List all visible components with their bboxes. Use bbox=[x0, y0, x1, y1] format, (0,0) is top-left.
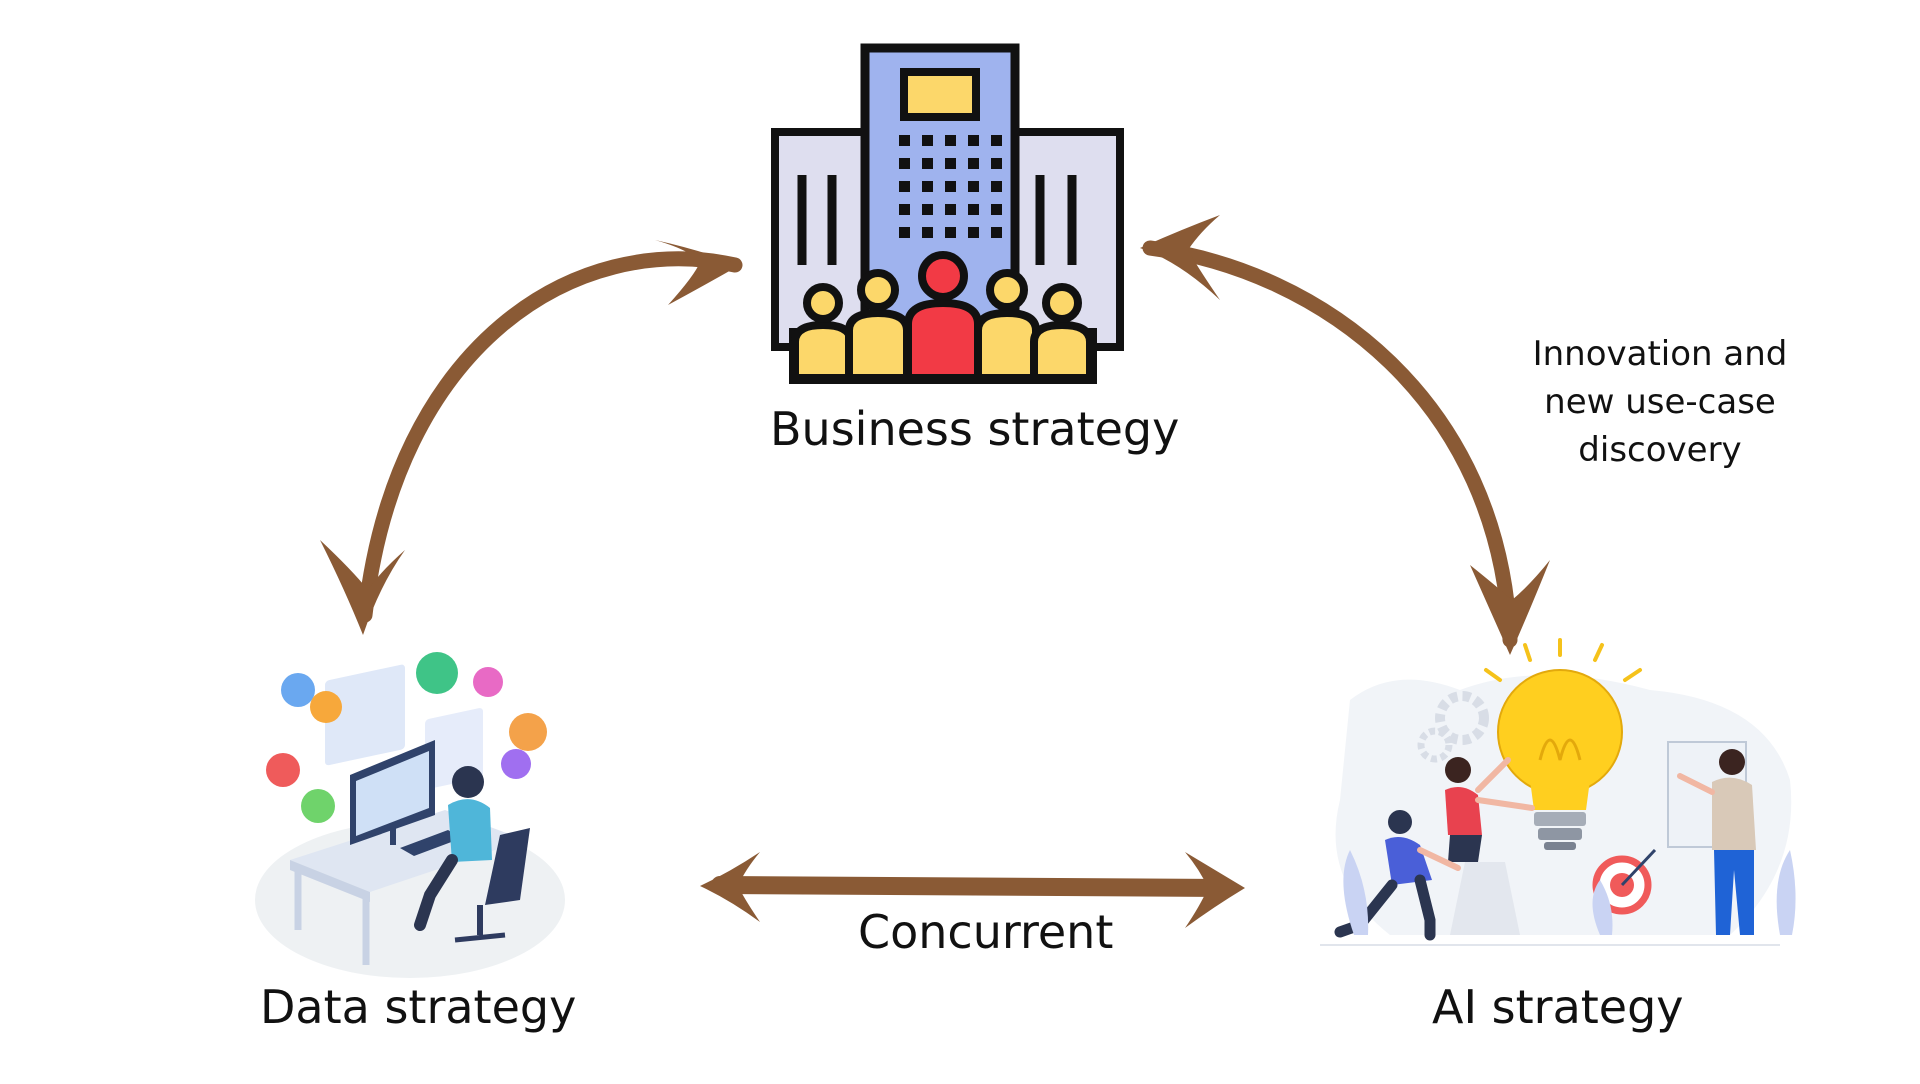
building-window bbox=[968, 227, 979, 238]
data-strategy-label: Data strategy bbox=[260, 980, 577, 1034]
building-window bbox=[899, 135, 910, 146]
building-window bbox=[922, 204, 933, 215]
building-window bbox=[899, 181, 910, 192]
person-figure bbox=[904, 251, 982, 382]
arrow-business-ai-shaft bbox=[1142, 240, 1518, 648]
building-window bbox=[991, 204, 1002, 215]
building-window bbox=[968, 181, 979, 192]
building-window bbox=[991, 158, 1002, 169]
building-window bbox=[899, 204, 910, 215]
building-window bbox=[968, 135, 979, 146]
innovation-edge-label: Innovation and new use-case discovery bbox=[1532, 334, 1788, 470]
arrow-data-ai bbox=[700, 852, 1245, 928]
building-window bbox=[945, 135, 956, 146]
building-window bbox=[968, 158, 979, 169]
building-window bbox=[991, 227, 1002, 238]
office-building-people-icon bbox=[771, 43, 1124, 384]
building-window bbox=[899, 227, 910, 238]
building-window bbox=[899, 158, 910, 169]
building-window bbox=[945, 204, 956, 215]
building-windows bbox=[899, 135, 1002, 238]
building-window bbox=[945, 181, 956, 192]
arrow-business-data-head-top bbox=[655, 240, 740, 305]
people-group bbox=[791, 251, 1094, 382]
developer-workstation-icon bbox=[255, 652, 565, 978]
person-figure bbox=[1030, 283, 1094, 382]
building-window bbox=[991, 181, 1002, 192]
ai-strategy-label: AI strategy bbox=[1432, 980, 1684, 1034]
person-figure bbox=[845, 269, 911, 382]
arrow-data-ai-shaft bbox=[711, 876, 1234, 897]
lightbulb-team-icon bbox=[1320, 638, 1796, 946]
arrow-business-ai-head-bottom bbox=[1470, 560, 1550, 655]
person-figure bbox=[791, 283, 855, 382]
person-figure bbox=[974, 269, 1040, 382]
arrow-business-ai-head-top bbox=[1140, 215, 1220, 300]
building-window bbox=[945, 227, 956, 238]
arrow-data-ai-head-right bbox=[1185, 852, 1245, 928]
business-strategy-label: Business strategy bbox=[770, 402, 1180, 456]
building-window bbox=[922, 135, 933, 146]
arrow-business-ai bbox=[1140, 215, 1550, 655]
building-window bbox=[922, 227, 933, 238]
building-window bbox=[922, 158, 933, 169]
building-window bbox=[922, 181, 933, 192]
building-window bbox=[968, 204, 979, 215]
concurrent-edge-label: Concurrent bbox=[858, 905, 1114, 959]
arrow-business-data-head-bottom bbox=[320, 540, 405, 635]
arrow-business-data bbox=[320, 240, 743, 635]
building-window bbox=[991, 135, 1002, 146]
building-window bbox=[945, 158, 956, 169]
arrow-business-data-shaft bbox=[357, 251, 743, 623]
arrow-data-ai-head-left bbox=[700, 852, 760, 922]
